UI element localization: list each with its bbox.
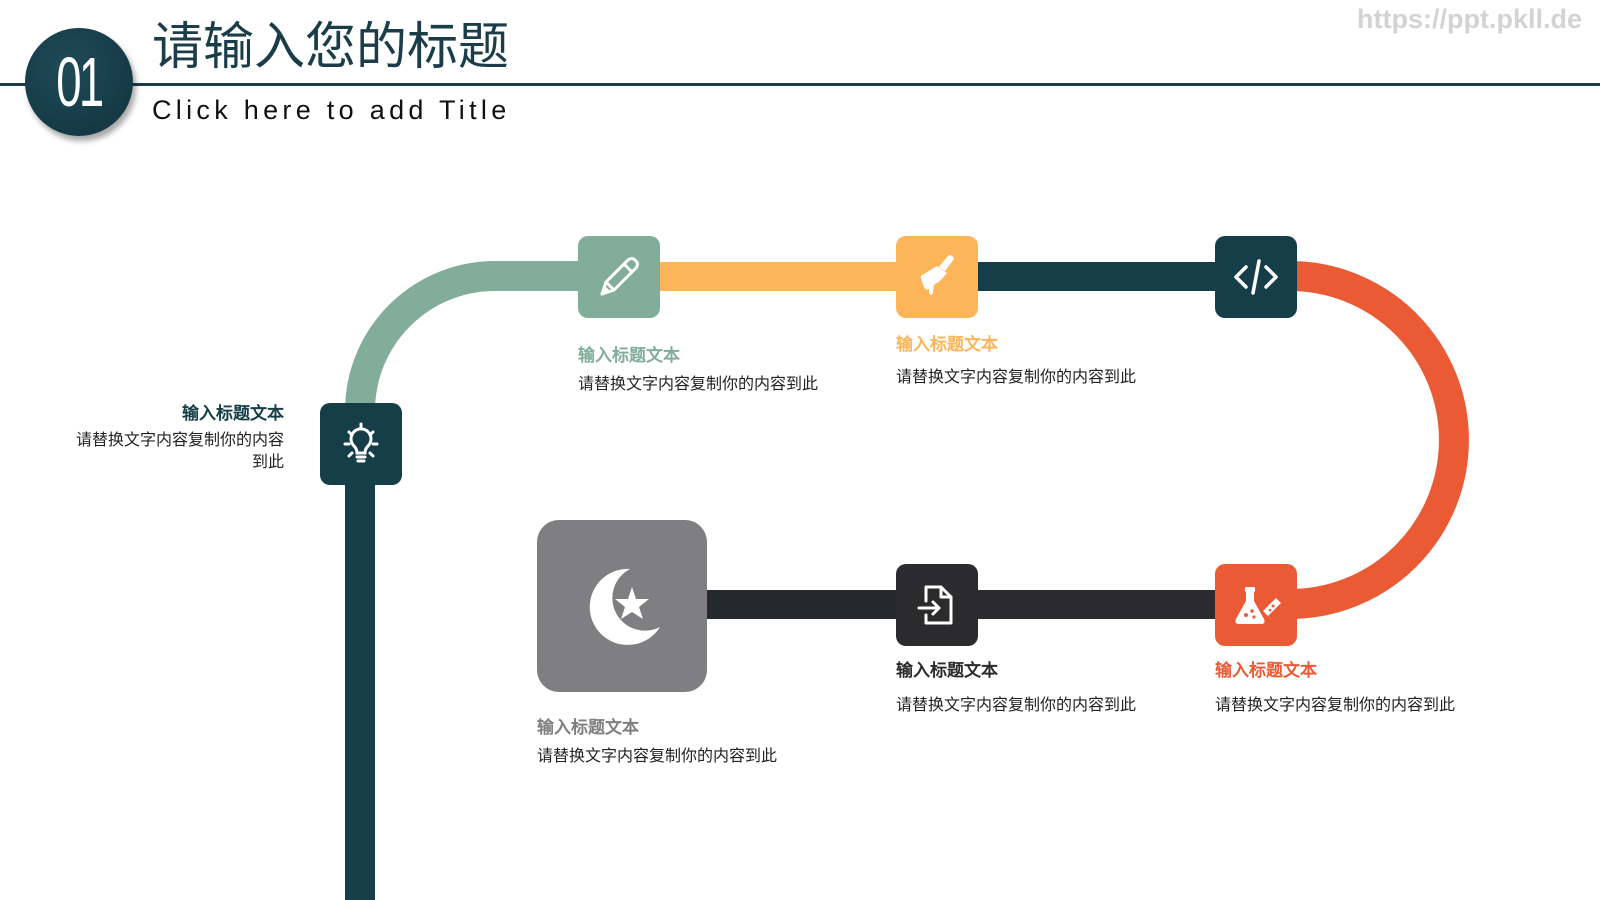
flask-icon <box>1235 587 1281 624</box>
step-desc-1[interactable]: 请替换文字内容复制你的内容 到此 <box>44 429 284 473</box>
step-title-3[interactable]: 输入标题文本 <box>896 335 998 355</box>
page-subtitle[interactable]: Click here to add Title <box>152 95 511 125</box>
header-divider <box>0 83 1600 86</box>
step-desc-7[interactable]: 请替换文字内容复制你的内容到此 <box>537 746 778 765</box>
step-desc-6[interactable]: 请替换文字内容复制你的内容到此 <box>896 695 1137 714</box>
step-node-6[interactable] <box>896 564 978 646</box>
watermark: https://ppt.pkll.de <box>1357 4 1582 34</box>
step-node-4[interactable] <box>1215 236 1297 318</box>
step-title-1[interactable]: 输入标题文本 <box>182 404 284 424</box>
step-label-3: 输入标题文本 请替换文字内容复制你的内容到此 <box>896 334 1136 388</box>
step-title-2[interactable]: 输入标题文本 <box>578 346 680 366</box>
step-label-6: 输入标题文本 请替换文字内容复制你的内容到此 <box>896 660 1136 716</box>
code-icon <box>1234 259 1278 295</box>
step-label-1: 输入标题文本 请替换文字内容复制你的内容 到此 <box>44 403 284 473</box>
step-node-7[interactable] <box>537 520 707 692</box>
step-label-7: 输入标题文本 请替换文字内容复制你的内容到此 <box>537 717 777 767</box>
path-segment-amber <box>660 262 900 291</box>
path-segment-teal <box>975 262 1220 291</box>
step-desc-1-line2: 到此 <box>251 452 284 471</box>
lightbulb-icon <box>343 422 379 463</box>
step-desc-3[interactable]: 请替换文字内容复制你的内容到此 <box>896 367 1137 386</box>
step-title-5[interactable]: 输入标题文本 <box>1215 661 1317 681</box>
section-number-badge: 01 <box>25 28 133 136</box>
step-node-1[interactable] <box>320 403 402 485</box>
step-title-6[interactable]: 输入标题文本 <box>896 661 998 681</box>
path-segment-coral-arc <box>1289 261 1469 619</box>
pencil-icon <box>600 257 639 296</box>
page-title[interactable]: 请输入您的标题 <box>152 18 510 77</box>
path-segment-charcoal-left <box>700 590 900 619</box>
path-segment-sage-curve <box>345 261 590 420</box>
path-segment-trunk <box>345 470 375 900</box>
file-import-icon <box>917 585 953 625</box>
step-desc-2[interactable]: 请替换文字内容复制你的内容到此 <box>578 374 819 393</box>
step-node-2[interactable] <box>578 236 660 318</box>
paint-brush-icon <box>920 255 954 295</box>
step-desc-1-line1: 请替换文字内容复制你的内容 <box>75 430 284 449</box>
step-node-5[interactable] <box>1215 564 1297 646</box>
step-title-7[interactable]: 输入标题文本 <box>537 718 639 738</box>
star-crescent-icon <box>589 568 660 645</box>
step-label-5: 输入标题文本 请替换文字内容复制你的内容到此 <box>1215 660 1455 716</box>
step-label-2: 输入标题文本 请替换文字内容复制你的内容到此 <box>578 345 818 395</box>
step-desc-5[interactable]: 请替换文字内容复制你的内容到此 <box>1215 695 1456 714</box>
section-number: 01 <box>56 43 104 121</box>
path-segment-charcoal-right <box>975 590 1220 619</box>
step-node-3[interactable] <box>896 236 978 318</box>
